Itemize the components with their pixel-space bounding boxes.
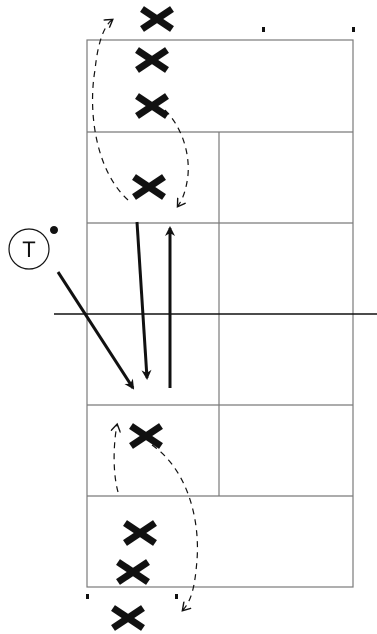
position-dot (175, 594, 178, 599)
coach-to-bottom-player-arrow (56, 271, 135, 390)
bottom-loop-down-path (151, 444, 199, 610)
movement-paths (91, 20, 199, 610)
coach: T (8, 226, 58, 270)
top-player-down-arrow (135, 221, 152, 380)
players (111, 6, 174, 631)
coach-label: T (22, 237, 35, 262)
player-bottom-2 (123, 520, 157, 546)
player-top-3 (135, 93, 169, 119)
player-bottom-3 (116, 559, 150, 585)
bottom-loop-up-path (114, 425, 118, 493)
player-bottom-4 (111, 605, 145, 631)
ball-icon (50, 226, 58, 234)
coach-circle (8, 228, 50, 270)
position-dot (352, 27, 355, 32)
position-dot (86, 594, 89, 599)
top-loop-down-path (164, 109, 189, 206)
top-loop-up-path (91, 20, 129, 201)
position-dot (262, 27, 265, 32)
player-top-2 (135, 47, 169, 73)
player-bottom-1 (129, 423, 163, 449)
pass-arrows (56, 221, 175, 390)
position-markers (86, 27, 355, 599)
player-top-4 (132, 174, 166, 200)
player-top-1 (140, 6, 174, 32)
